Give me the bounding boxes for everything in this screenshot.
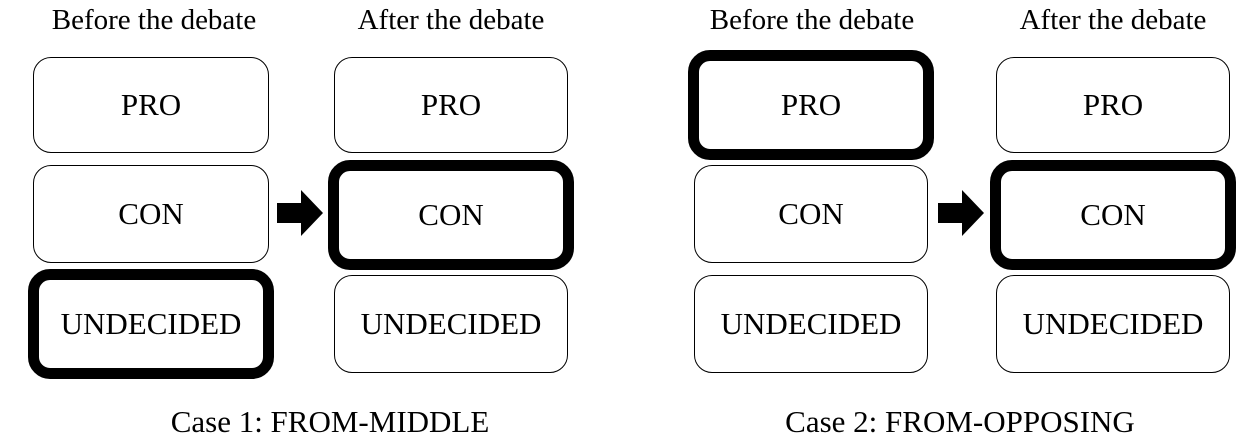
box-label: CON <box>1080 197 1146 232</box>
case-1-diagram: Before the debate PRO CON UNDECIDED Afte… <box>0 0 600 446</box>
case-2-after-pro-box: PRO <box>996 57 1230 153</box>
case-1-caption: Case 1: FROM-MIDDLE <box>170 404 490 439</box>
right-arrow-icon <box>277 190 323 236</box>
box-label: UNDECIDED <box>720 306 902 341</box>
case-1-before-title: Before the debate <box>51 4 257 36</box>
case-1-before-undecided-box: UNDECIDED <box>28 269 274 379</box>
case-2-diagram: Before the debate PRO CON UNDECIDED Afte… <box>600 0 1254 446</box>
case-2-before-title: Before the debate <box>709 4 915 36</box>
case-2-before-column: Before the debate PRO CON UNDECIDED <box>688 0 936 400</box>
box-label: CON <box>418 197 484 232</box>
case-1-after-pro-box: PRO <box>334 57 568 153</box>
case-1-after-undecided-box: UNDECIDED <box>334 275 568 373</box>
right-arrow-icon <box>938 190 984 236</box>
box-label: PRO <box>420 87 482 122</box>
case-1-after-column: After the debate PRO CON UNDECIDED <box>328 0 574 400</box>
case-1-before-con-box: CON <box>33 165 269 263</box>
box-label: UNDECIDED <box>1022 306 1204 341</box>
case-2-before-undecided-box: UNDECIDED <box>694 275 928 373</box>
case-1-after-con-box: CON <box>328 160 574 270</box>
case-1-before-pro-box: PRO <box>33 57 269 153</box>
box-label: PRO <box>780 87 842 122</box>
box-label: PRO <box>1082 87 1144 122</box>
case-2-after-column: After the debate PRO CON UNDECIDED <box>990 0 1236 400</box>
case-2-before-con-box: CON <box>694 165 928 263</box>
case-1-before-column: Before the debate PRO CON UNDECIDED <box>28 0 280 400</box>
box-label: CON <box>778 196 844 231</box>
case-2-after-title: After the debate <box>1019 4 1207 36</box>
box-label: UNDECIDED <box>60 306 242 341</box>
case-2-after-undecided-box: UNDECIDED <box>996 275 1230 373</box>
case-2-after-con-box: CON <box>990 160 1236 270</box>
case-2-caption: Case 2: FROM-OPPOSING <box>785 404 1135 439</box>
box-label: UNDECIDED <box>360 306 542 341</box>
box-label: CON <box>118 196 184 231</box>
case-1-after-title: After the debate <box>357 4 545 36</box>
box-label: PRO <box>120 87 182 122</box>
case-2-before-pro-box: PRO <box>688 50 934 160</box>
